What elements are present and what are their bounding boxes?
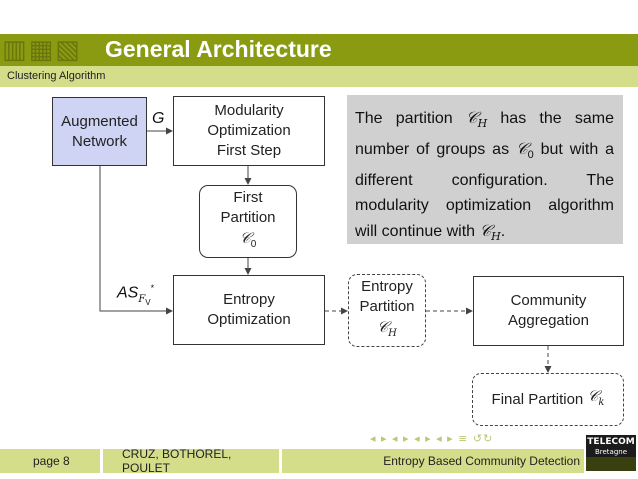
slide-title: General Architecture bbox=[105, 36, 332, 62]
institution-glyph-icon bbox=[586, 457, 636, 471]
entropy-partition-node: Entropy Partition 𝒞H bbox=[348, 274, 426, 347]
slide-header: ▥▦▧ General Architecture Clustering Algo… bbox=[0, 0, 638, 87]
section-label: Clustering Algorithm bbox=[7, 70, 106, 82]
explanation-note: The partition 𝒞H has the same number of … bbox=[347, 95, 623, 244]
ck-label: 𝒞k bbox=[587, 387, 605, 408]
institution-logo-icon: ▥▦▧ bbox=[2, 35, 82, 65]
augmented-network-node: Augmented Network bbox=[52, 97, 147, 166]
c0-label: 𝒞0 bbox=[239, 229, 257, 250]
edge-label-as: ASFV* bbox=[117, 283, 155, 307]
title-bar bbox=[0, 34, 638, 66]
telecom-bretagne-logo: TELECOM Bretagne bbox=[586, 435, 636, 457]
ch-label: 𝒞H bbox=[377, 318, 397, 339]
final-partition-node: Final Partition 𝒞k bbox=[472, 373, 624, 426]
subtitle-bar bbox=[0, 66, 638, 87]
slide-footer: page 8 CRUZ, BOTHOREL, POULET Entropy Ba… bbox=[0, 447, 638, 475]
community-aggregation-node: Community Aggregation bbox=[473, 276, 624, 346]
footer-talk-title: Entropy Based Community Detection bbox=[282, 449, 584, 473]
modularity-optimization-node: Modularity Optimization First Step bbox=[173, 96, 325, 166]
footer-authors: CRUZ, BOTHOREL, POULET bbox=[103, 447, 279, 475]
edge-augmented-to-entropy-opt bbox=[99, 166, 173, 315]
entropy-optimization-node: Entropy Optimization bbox=[173, 275, 325, 345]
first-partition-node: First Partition 𝒞0 bbox=[199, 185, 297, 258]
footer-page: page 8 bbox=[0, 449, 100, 473]
edge-label-g: G bbox=[152, 110, 165, 127]
beamer-navigation-icons[interactable]: ◂ ▸ ◂ ▸ ◂ ▸ ◂ ▸ ≡ ↺↻ bbox=[370, 432, 494, 445]
